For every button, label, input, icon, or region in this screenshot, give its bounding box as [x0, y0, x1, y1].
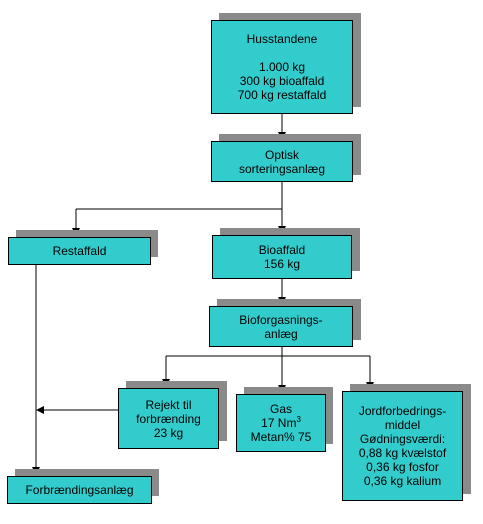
gas-volume-unit-exponent: 3	[296, 415, 301, 424]
soil-improver-box: Jordforbedrings- middel Gødningsværdi: 0…	[342, 391, 463, 501]
reject-lines: Rejekt til forbrænding 23 kg	[136, 398, 201, 440]
households-box: Husstandene 1.000 kg 300 kg bioaffald 70…	[211, 20, 353, 114]
soil-line-2: middel	[384, 418, 421, 432]
gas-lines: Gas 17 Nm3 Metan% 75	[251, 402, 312, 444]
households-title: Husstandene	[246, 32, 318, 46]
soil-nitrogen: 0,88 kg kvælstof	[358, 446, 447, 460]
optical-sorting-box: Optisk sorteringsanlæg	[211, 141, 353, 182]
gas-label: Gas	[269, 402, 292, 416]
soil-line-1: Jordforbedrings-	[358, 404, 447, 418]
reject-box: Rejekt til forbrænding 23 kg	[118, 388, 219, 449]
biogas-line-2: anlæg	[264, 326, 298, 341]
soil-lines: Jordforbedrings- middel Gødningsværdi: 0…	[359, 404, 446, 488]
sorting-line-1: Optisk	[264, 147, 299, 162]
bio-lines: Bioaffald 156 kg	[259, 243, 305, 271]
bio-amount: 156 kg	[263, 257, 300, 271]
biogas-plant-box: Bioforgasnings- anlæg	[209, 306, 353, 347]
incineration-label: Forbrændingsanlæg	[25, 483, 134, 497]
residual-lines: Restaffald	[53, 244, 107, 258]
residual-label: Restaffald	[52, 244, 107, 258]
households-total: 1.000 kg	[258, 60, 306, 74]
bio-label: Bioaffald	[258, 243, 306, 257]
soil-phosphorus: 0,36 kg fosfor	[366, 460, 439, 474]
households-residual: 700 kg restaffald	[237, 88, 327, 102]
biogas-lines: Bioforgasnings- anlæg	[239, 313, 322, 341]
soil-potassium: 0,36 kg kalium	[363, 474, 442, 488]
gas-methane: Metan% 75	[250, 430, 312, 444]
incineration-lines: Forbrændingsanlæg	[25, 483, 133, 497]
reject-line-2: forbrænding	[136, 411, 201, 426]
sorting-lines: Optisk sorteringsanlæg	[239, 148, 325, 176]
reject-amount: 23 kg	[153, 425, 184, 440]
residual-waste-box: Restaffald	[8, 237, 151, 265]
bio-waste-box: Bioaffald 156 kg	[212, 235, 352, 279]
gas-box: Gas 17 Nm3 Metan% 75	[236, 394, 326, 452]
sorting-line-2: sorteringsanlæg	[238, 161, 326, 176]
households-bio: 300 kg bioaffald	[239, 74, 325, 88]
gas-volume-line: 17 Nm3	[251, 415, 312, 431]
incineration-plant-box: Forbrændingsanlæg	[7, 476, 152, 504]
households-spacer	[238, 46, 327, 60]
households-lines: Husstandene 1.000 kg 300 kg bioaffald 70…	[238, 32, 327, 102]
reject-line-1: Rejekt til	[145, 397, 192, 412]
gas-volume: 17 Nm	[261, 416, 297, 430]
biogas-line-1: Bioforgasnings-	[239, 312, 323, 327]
soil-line-3: Gødningsværdi:	[359, 432, 446, 446]
